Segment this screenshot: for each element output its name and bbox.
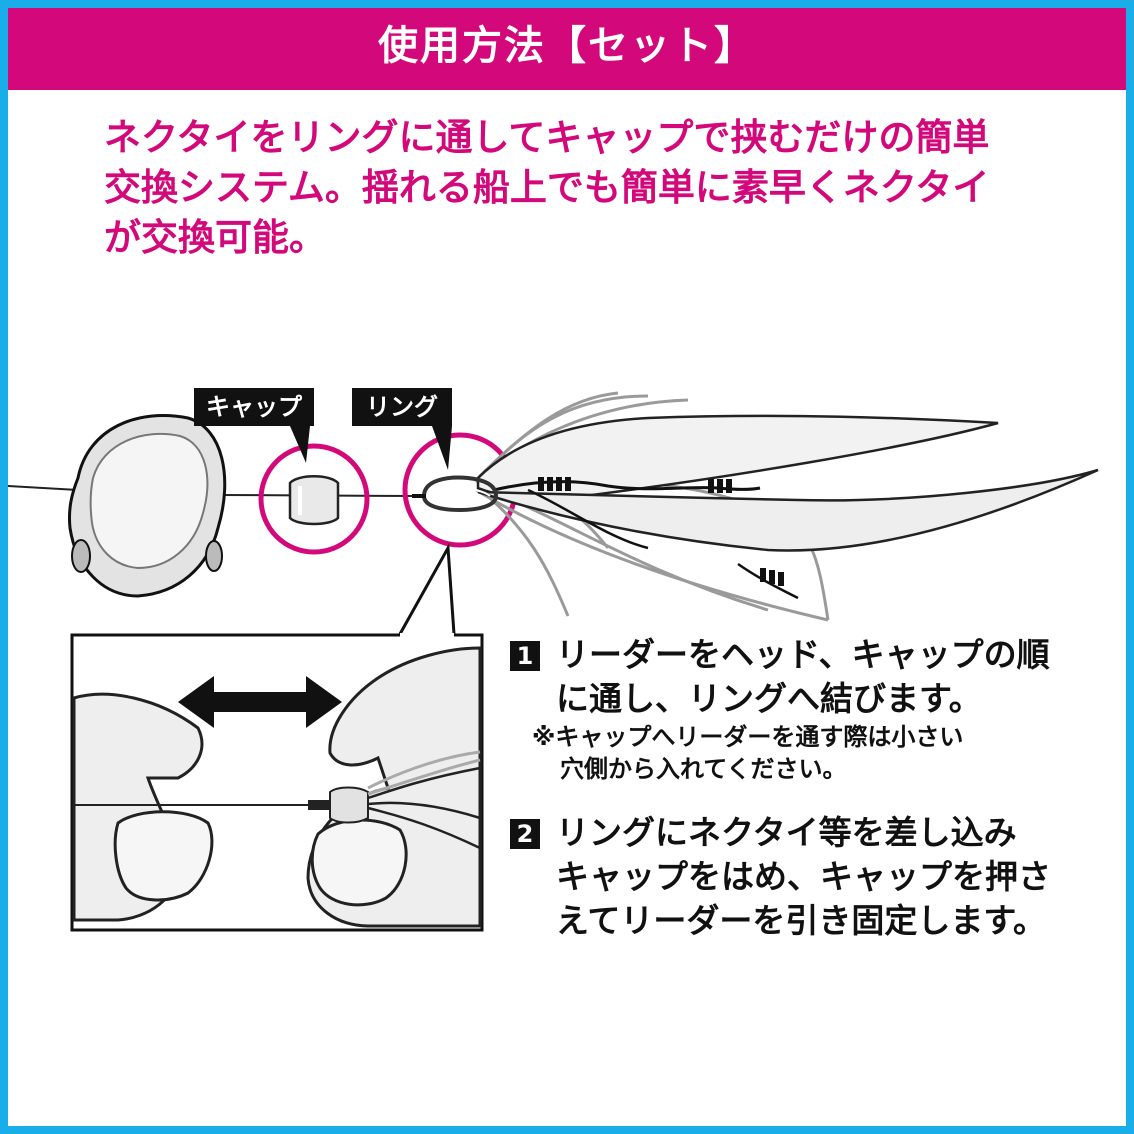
- intro-line: が交換可能。: [104, 216, 326, 259]
- step-line: リーダーをヘッド、キャップの順: [556, 635, 1050, 674]
- zoom-pointer: [398, 542, 456, 635]
- page-frame: 使用方法【セット】 ネクタイをリングに通してキャップで挟むだけの簡単 交換システ…: [8, 8, 1126, 1126]
- page-title: 使用方法【セット】: [378, 23, 756, 69]
- header-bar: 使用方法【セット】: [8, 8, 1126, 90]
- step-1: 1 リーダーをヘッド、キャップの順 に通し、リングへ結びます。 ※キャップへリー…: [508, 633, 1118, 785]
- intro-line: 交換システム。揺れる船上でも簡単に素早くネクタイ: [104, 166, 990, 209]
- step-line: に通し、リングへ結びます。: [556, 679, 982, 718]
- cap-callout: キャップ: [194, 388, 314, 426]
- steps-list: 1 リーダーをヘッド、キャップの順 に通し、リングへ結びます。 ※キャップへリー…: [508, 633, 1118, 961]
- cap-circle: [258, 443, 370, 555]
- rigging-illustration: [8, 391, 1099, 932]
- intro-line: ネクタイをリングに通してキャップで挟むだけの簡単: [104, 116, 990, 159]
- intro-text: ネクタイをリングに通してキャップで挟むだけの簡単 交換システム。揺れる船上でも簡…: [104, 113, 1064, 263]
- step-line: キャップをはめ、キャップを押さ: [556, 857, 1051, 896]
- step-line: リングにネクタイ等を差し込み: [556, 813, 1017, 852]
- step-number-badge: 1: [510, 641, 540, 671]
- jig-head: [68, 414, 227, 598]
- ring-part: [421, 475, 499, 513]
- step-2: 2 リングにネクタイ等を差し込み キャップをはめ、キャップを押さ えてリーダーを…: [508, 811, 1118, 943]
- cap-part: [288, 475, 340, 526]
- step-text: リーダーをヘッド、キャップの順 に通し、リングへ結びます。: [556, 633, 1118, 721]
- ring-callout: リング: [352, 388, 452, 426]
- ring-callout-pointer: [432, 426, 452, 470]
- cap-callout-pointer: [290, 426, 310, 463]
- step-line: えてリーダーを引き固定します。: [556, 901, 1047, 940]
- step-note: ※キャップへリーダーを通す際は小さい 穴側から入れてください。: [532, 721, 1118, 785]
- note-line: 穴側から入れてください。: [560, 755, 847, 783]
- knot-wraps: [538, 477, 784, 586]
- detail-illustration: [72, 633, 482, 928]
- step-number-badge: 2: [510, 819, 540, 849]
- necktie-lower: [477, 468, 1099, 552]
- double-arrow-icon: [178, 676, 342, 728]
- note-line: ※キャップへリーダーを通す際は小さい: [532, 723, 964, 751]
- step-text: リングにネクタイ等を差し込み キャップをはめ、キャップを押さ えてリーダーを引き…: [556, 811, 1118, 943]
